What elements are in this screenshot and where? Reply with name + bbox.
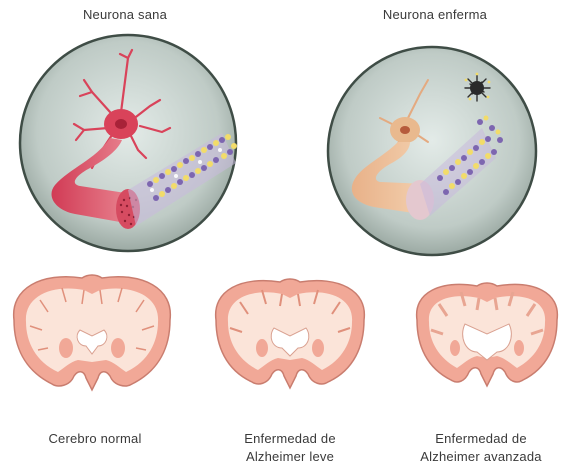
caption-normal-line1: Cerebro normal bbox=[10, 430, 180, 448]
plaque-core bbox=[470, 81, 484, 95]
diseased-neuron-title: Neurona enferma bbox=[350, 6, 520, 24]
caption-mild-line1: Enfermedad de bbox=[210, 430, 370, 448]
brain-normal-white-matter bbox=[26, 288, 158, 372]
brain-advanced-basal-right bbox=[514, 340, 524, 356]
brain-normal bbox=[14, 275, 171, 390]
brain-normal-basal-left bbox=[59, 338, 73, 358]
caption-mild-line2: Alzheimer leve bbox=[210, 448, 370, 466]
caption-advanced-line1: Enfermedad de bbox=[398, 430, 564, 448]
diseased-nucleus bbox=[400, 126, 410, 134]
healthy-neuron-title: Neurona sana bbox=[40, 6, 210, 24]
brain-mild bbox=[216, 279, 365, 388]
healthy-neuron-panel bbox=[20, 35, 237, 251]
brain-normal-basal-right bbox=[111, 338, 125, 358]
brain-mild-basal-right bbox=[312, 339, 324, 357]
caption-normal: Cerebro normal bbox=[10, 430, 180, 448]
caption-advanced: Enfermedad de Alzheimer avanzada bbox=[398, 430, 564, 466]
diseased-circle-background bbox=[328, 47, 536, 255]
brain-advanced-basal-left bbox=[450, 340, 460, 356]
brain-mild-white-matter bbox=[228, 292, 352, 370]
brain-mild-basal-left bbox=[256, 339, 268, 357]
diseased-neuron-panel bbox=[328, 47, 536, 255]
brain-advanced bbox=[417, 283, 558, 386]
healthy-nucleus bbox=[115, 119, 127, 129]
caption-mild: Enfermedad de Alzheimer leve bbox=[210, 430, 370, 466]
caption-advanced-line2: Alzheimer avanzada bbox=[398, 448, 564, 466]
